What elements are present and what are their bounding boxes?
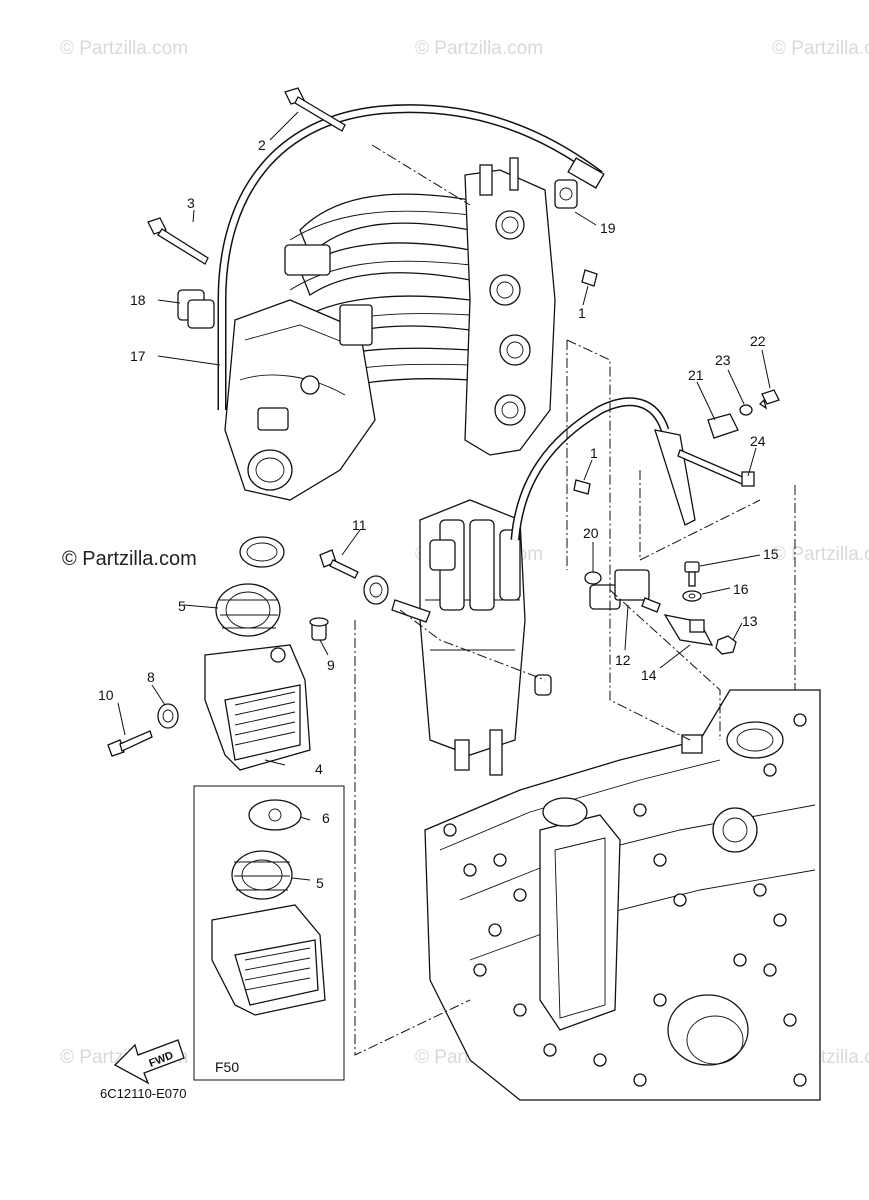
bolt-15	[684, 561, 700, 587]
callout-1-top: 1	[578, 305, 586, 321]
variant-box: F50	[193, 785, 345, 1081]
clip-20	[584, 571, 602, 585]
washer-16	[682, 590, 702, 602]
callout-20: 20	[583, 525, 599, 541]
watermark-top-right: © Partzilla.com	[772, 38, 869, 59]
callout-19: 19	[600, 220, 616, 236]
cable-tie-24	[677, 449, 755, 487]
callout-3: 3	[187, 195, 195, 211]
joint-5-upper	[215, 583, 281, 637]
callout-5-lower: 5	[316, 875, 324, 891]
clip-18	[177, 289, 215, 329]
holder-21	[707, 413, 739, 439]
callout-4: 4	[315, 761, 323, 777]
washer-23	[739, 404, 753, 416]
reference-lines	[354, 144, 796, 1056]
callout-12: 12	[615, 652, 631, 668]
hose-17	[217, 104, 605, 410]
callout-13: 13	[742, 613, 758, 629]
pin-1-top	[581, 269, 598, 287]
callout-22: 22	[750, 333, 766, 349]
watermark-center-dark: © Partzilla.com	[62, 548, 197, 570]
callout-11: 11	[352, 517, 367, 533]
callout-2: 2	[258, 137, 266, 153]
silencer-4	[204, 644, 311, 771]
bolt-9	[309, 617, 329, 641]
callout-labels: 2 3 18 17 19 1 1 5 8 10 9 11 4 6 5 20 12…	[98, 137, 779, 891]
bolt-11	[319, 549, 359, 579]
engine-block	[424, 689, 821, 1101]
grommet	[363, 575, 389, 605]
bracket-14	[663, 614, 714, 646]
sensor-12	[589, 569, 661, 613]
callout-1-lower: 1	[590, 445, 598, 461]
grommet-8	[157, 703, 179, 729]
callout-21: 21	[688, 367, 704, 383]
callout-6: 6	[322, 810, 330, 826]
diagram-code: 6C12110-E070	[100, 1086, 187, 1101]
callout-16: 16	[733, 581, 749, 597]
bolt-3	[147, 217, 209, 265]
watermark-mid-right: © Partzilla.com	[772, 544, 869, 565]
callout-8: 8	[147, 669, 155, 685]
pin-1-lower	[573, 479, 591, 495]
vapor-separator	[391, 499, 552, 776]
callout-14: 14	[641, 667, 657, 683]
bolt-10	[107, 730, 153, 757]
fuel-hose	[510, 397, 696, 541]
watermark-top-left: © Partzilla.com	[60, 38, 188, 59]
clip-19	[554, 179, 578, 209]
callout-18: 18	[130, 292, 146, 308]
callout-23: 23	[715, 352, 731, 368]
hose-clamp	[239, 536, 285, 568]
intake-manifold	[224, 157, 556, 501]
callout-15: 15	[763, 546, 779, 562]
callout-10: 10	[98, 687, 114, 703]
watermark-top-center: © Partzilla.com	[415, 38, 543, 59]
callout-9: 9	[327, 657, 335, 673]
bolt-22	[758, 389, 780, 410]
bolt-2	[284, 87, 346, 132]
callout-17: 17	[130, 348, 146, 364]
callout-24: 24	[750, 433, 766, 449]
variant-label: F50	[215, 1059, 239, 1075]
nut-13	[715, 635, 737, 655]
callout-5-upper: 5	[178, 598, 186, 614]
leader-lines	[117, 111, 771, 881]
